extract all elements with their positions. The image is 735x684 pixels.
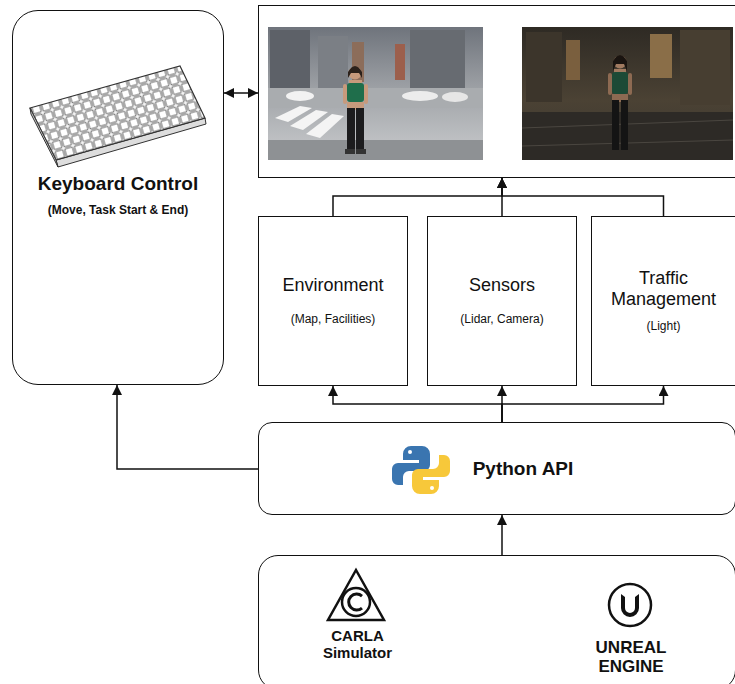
connector-arrow — [333, 178, 502, 216]
connector-arrow — [502, 386, 664, 422]
box-title: Environment — [282, 275, 383, 296]
module-box: Traffic Management (Light) — [591, 216, 735, 386]
box-title: Python API — [473, 458, 574, 480]
connector-arrow — [501, 515, 503, 555]
box-subtitle: (Move, Task Start & End) — [48, 204, 188, 218]
control-box: Keyboard Control (Move, Task Start & End) — [12, 10, 224, 385]
simulator-screenshot — [268, 27, 483, 160]
module-box: Environment (Map, Facilities) — [258, 216, 408, 386]
logo-text: CARLA Simulator — [315, 628, 400, 661]
box-title: Traffic Management — [598, 268, 729, 309]
box-title: Keyboard Control — [38, 173, 198, 195]
box-title: Sensors — [469, 275, 535, 296]
connector-arrow — [502, 178, 664, 216]
screenshot-panel — [258, 5, 735, 178]
connector-arrow — [333, 386, 502, 422]
connector-arrow — [117, 385, 258, 469]
box-subtitle: (Map, Facilities) — [291, 313, 376, 327]
api-box: Python API — [258, 422, 735, 515]
simulator-screenshot — [522, 27, 733, 160]
module-box: Sensors (Lidar, Camera) — [427, 216, 577, 386]
engine-box: CARLA Simulator UNREAL ENGINE — [258, 555, 735, 684]
unreal-logo — [609, 584, 651, 626]
box-subtitle: (Light) — [646, 320, 680, 334]
connector-arrow — [224, 92, 258, 94]
carla-logo — [328, 570, 384, 620]
python-logo — [392, 446, 450, 494]
keyboard-illustration — [30, 66, 206, 167]
logo-text: UNREAL ENGINE — [581, 639, 681, 676]
box-subtitle: (Lidar, Camera) — [460, 313, 543, 327]
